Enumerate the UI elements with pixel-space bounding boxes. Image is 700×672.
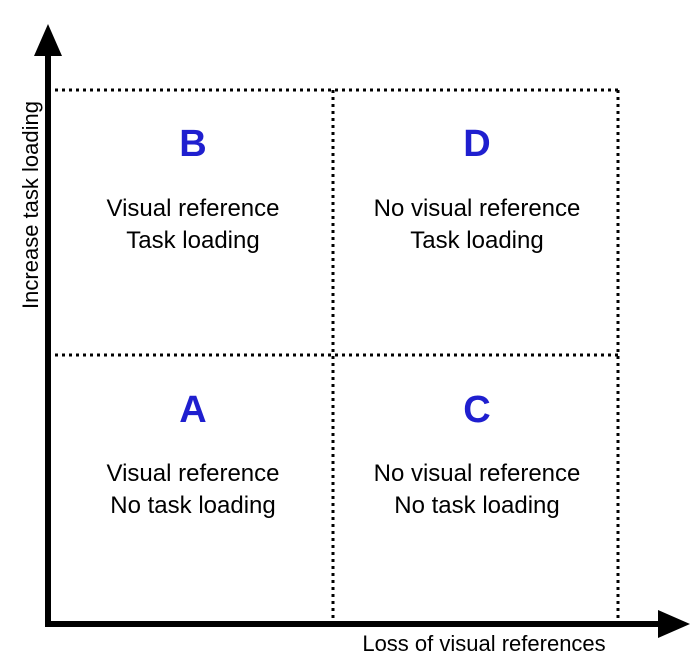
quadrant-a-letter: A — [179, 389, 206, 431]
quadrant-c-line1: No visual reference — [374, 460, 581, 487]
quadrant-a-line2: No task loading — [110, 492, 275, 519]
x-axis-label: Loss of visual references — [362, 631, 605, 656]
axes — [34, 24, 690, 638]
dotted-grid — [48, 88, 620, 622]
quadrant-b-line2: Task loading — [126, 227, 259, 254]
y-axis-label: Increase task loading — [18, 101, 43, 309]
quadrant-a: A Visual reference No task loading — [107, 389, 280, 519]
quadrant-b-letter: B — [179, 123, 206, 165]
x-axis-arrow-icon — [658, 610, 690, 638]
quadrant-c-line2: No task loading — [394, 492, 559, 519]
y-axis-arrow-icon — [34, 24, 62, 56]
quadrant-b-line1: Visual reference — [107, 195, 280, 222]
quadrant-c-letter: C — [463, 389, 490, 431]
quadrant-b: B Visual reference Task loading — [107, 123, 280, 254]
quadrant-c: C No visual reference No task loading — [374, 389, 581, 519]
quadrant-d-line1: No visual reference — [374, 195, 581, 222]
quadrant-d-line2: Task loading — [410, 227, 543, 254]
quadrant-d-letter: D — [463, 123, 490, 165]
quadrant-a-line1: Visual reference — [107, 460, 280, 487]
quadrant-d: D No visual reference Task loading — [374, 123, 581, 254]
